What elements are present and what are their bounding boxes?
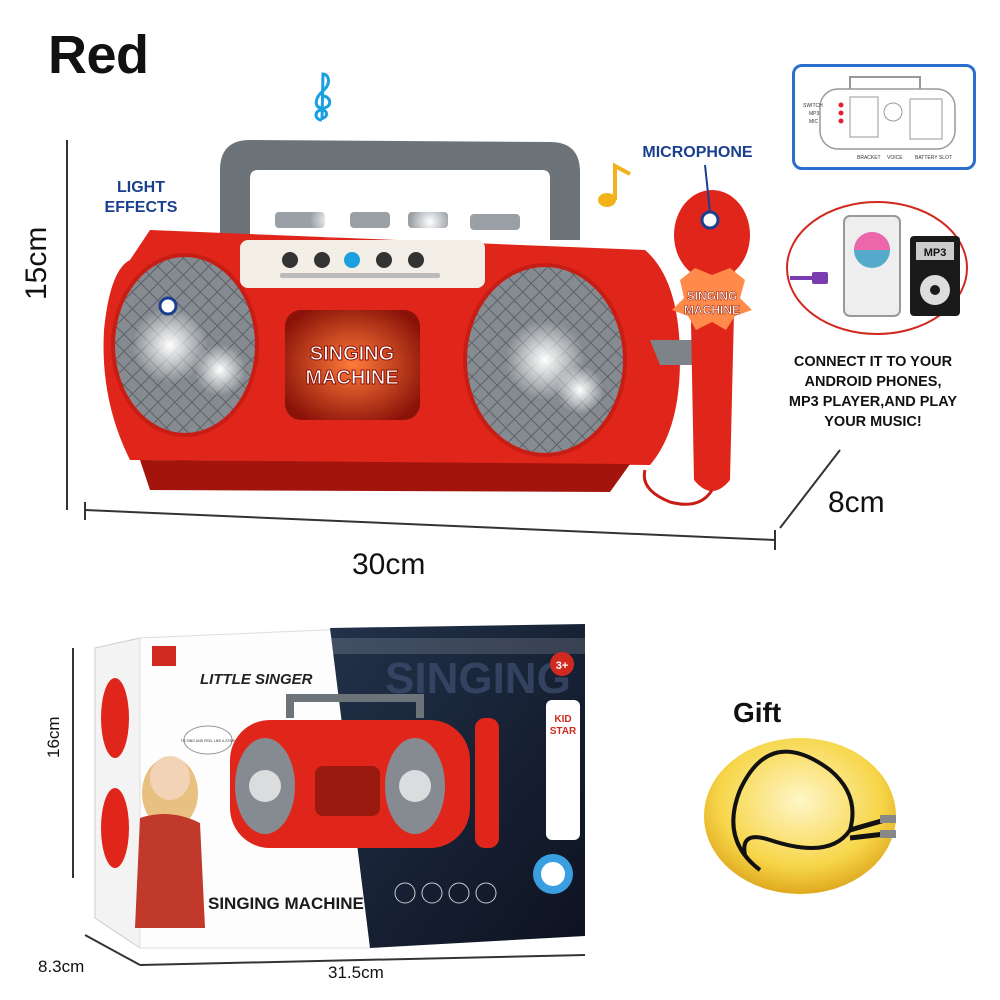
kid-star-line1: KID xyxy=(554,714,571,725)
center-logo-panel xyxy=(285,310,420,420)
product-width-label: 30cm xyxy=(352,548,426,581)
connect-line3: MP3 PLAYER,AND PLAY xyxy=(788,394,958,410)
mic-label: MIC xyxy=(809,119,819,125)
age-badge-text: 3+ xyxy=(556,660,569,672)
depth-dimension-line xyxy=(779,449,841,529)
little-singer-label: LITTLE SINGER xyxy=(200,671,313,688)
feature-icon xyxy=(394,882,416,904)
light-sparkle xyxy=(556,366,604,414)
top-button xyxy=(470,214,520,230)
voice-label: VOICE xyxy=(887,155,903,161)
microphone-pointer xyxy=(700,210,720,230)
kid-star-line2: STAR xyxy=(550,726,577,737)
music-note-icon xyxy=(598,162,631,207)
light-effects-line2: EFFECTS xyxy=(104,199,178,216)
mode-icon xyxy=(344,252,360,268)
light-effects-pointer xyxy=(158,296,178,316)
pause-icon xyxy=(282,252,298,268)
stop-icon xyxy=(408,252,424,268)
connect-line4: YOUR MUSIC! xyxy=(824,414,922,430)
previous-icon xyxy=(314,252,330,268)
mic-brand-line2: MACHINE xyxy=(684,303,740,317)
light-sparkle xyxy=(132,307,208,383)
gift-label: Gift xyxy=(733,697,782,728)
mic-star-badge xyxy=(672,268,752,330)
brand-logo-icon xyxy=(152,646,176,666)
connect-line2: ANDROID PHONES, xyxy=(804,374,942,390)
speech-bubble-text: TO SING AND FEEL LIKE A STAR! xyxy=(181,739,236,743)
microphone-head xyxy=(674,190,750,280)
feature-icon xyxy=(475,882,497,904)
mic-brand-line1: SINGING xyxy=(687,289,738,303)
feature-icon xyxy=(448,882,470,904)
product-depth-label: 8cm xyxy=(828,486,885,519)
speech-bubble xyxy=(183,725,233,755)
microphone-callout-line xyxy=(704,164,711,213)
light-sparkle xyxy=(310,200,350,240)
brand-line2: MACHINE xyxy=(305,367,398,389)
box-bottom-title: SINGING MACHINE xyxy=(208,894,364,913)
microphone-callout: MICROPHONE xyxy=(642,144,753,161)
bracket-label: BRACKET xyxy=(857,155,881,161)
control-panel xyxy=(240,240,485,288)
light-effects-callout: LIGHT EFFECTS xyxy=(96,178,186,218)
mic-cable xyxy=(642,469,714,506)
top-button xyxy=(350,212,390,228)
box-height-line xyxy=(72,648,74,878)
base xyxy=(140,460,630,492)
light-effects-line1: LIGHT xyxy=(117,179,165,196)
mp3-player-label: MP3 xyxy=(924,247,947,259)
gift-background xyxy=(704,738,896,894)
handle xyxy=(220,140,580,240)
aux-cable-icon xyxy=(731,749,855,872)
back-panel-inset: SWITCH MP3 MIC BRACKET VOICE BATTERY SLO… xyxy=(792,64,976,170)
battery-slot-label: BATTERY SLOT xyxy=(915,155,952,161)
box-depth-label: 8.3cm xyxy=(38,957,85,976)
back-panel-diagram: SWITCH MP3 MIC BRACKET VOICE BATTERY SLO… xyxy=(803,76,956,161)
package-box: SINGING LITTLE SINGER 3+ KID STAR TO SIN… xyxy=(94,624,585,949)
width-dimension-line xyxy=(84,502,776,550)
kid-star-panel xyxy=(546,700,580,840)
brand-line1: SINGING xyxy=(310,343,394,365)
box-width-line xyxy=(84,934,586,966)
feature-icon xyxy=(421,882,443,904)
devices-illustration: MP3 xyxy=(786,201,968,335)
light-sparkle xyxy=(410,202,450,242)
gift-aux-cable xyxy=(704,738,896,894)
slider-track xyxy=(280,273,440,278)
play-icon xyxy=(376,252,392,268)
treble-clef-icon xyxy=(314,72,332,122)
age-badge xyxy=(550,652,574,676)
light-sparkle xyxy=(194,344,246,396)
connect-line1: CONNECT IT TO YOUR xyxy=(793,354,953,370)
box-width-label: 31.5cm xyxy=(328,963,384,982)
mp3-label: MP3 xyxy=(809,111,820,117)
box-height-label: 16cm xyxy=(44,716,63,758)
color-label: Red xyxy=(48,25,149,85)
product-height-label: 15cm xyxy=(20,226,53,300)
singing-machine-product: SINGING MACHINE SINGING MACHINE xyxy=(103,140,752,506)
height-dimension-line xyxy=(66,140,68,510)
connect-instructions: CONNECT IT TO YOUR ANDROID PHONES, MP3 P… xyxy=(768,352,978,432)
switch-label: SWITCH xyxy=(803,103,823,109)
